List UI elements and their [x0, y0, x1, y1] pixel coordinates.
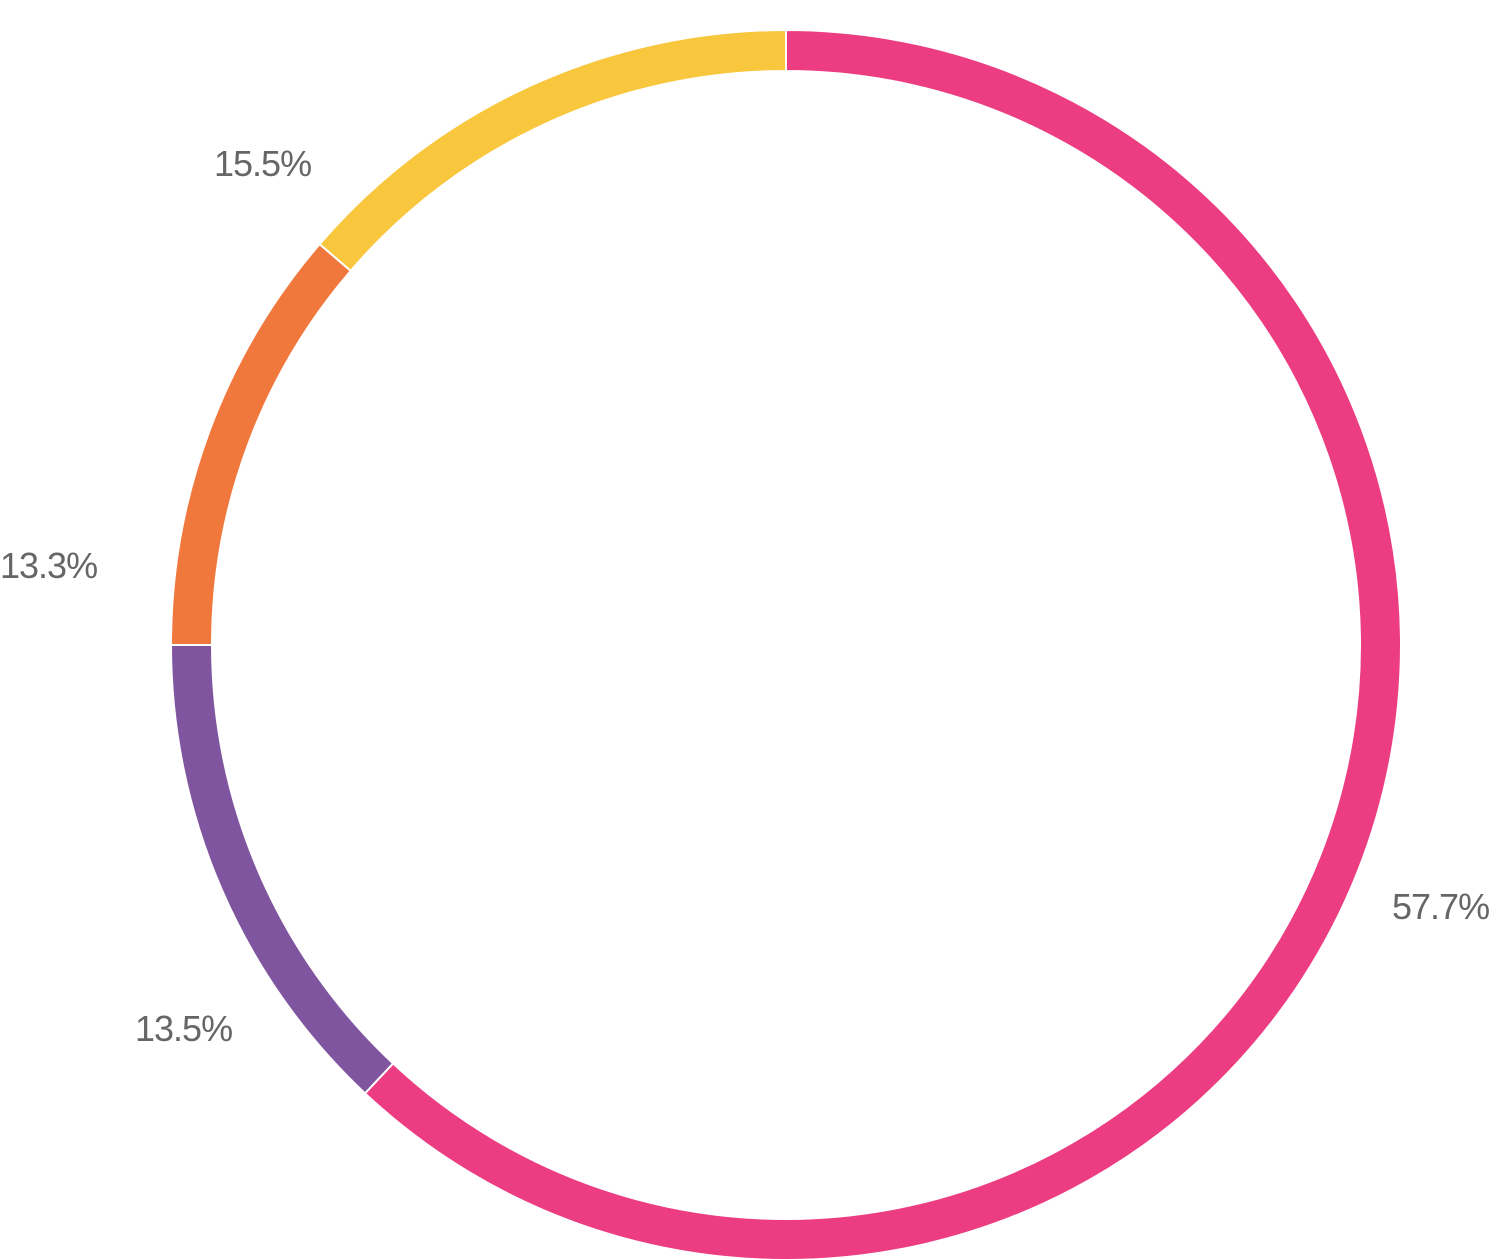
slice-label-0: 57.7%: [1392, 886, 1489, 927]
donut-slice-3: [318, 28, 787, 273]
donut-slice-0: [363, 28, 1402, 1259]
slice-label-1: 13.5%: [135, 1008, 232, 1049]
donut-slice-2: [169, 242, 353, 646]
slice-label-3: 15.5%: [214, 143, 311, 184]
slice-label-2: 13.3%: [0, 545, 97, 586]
